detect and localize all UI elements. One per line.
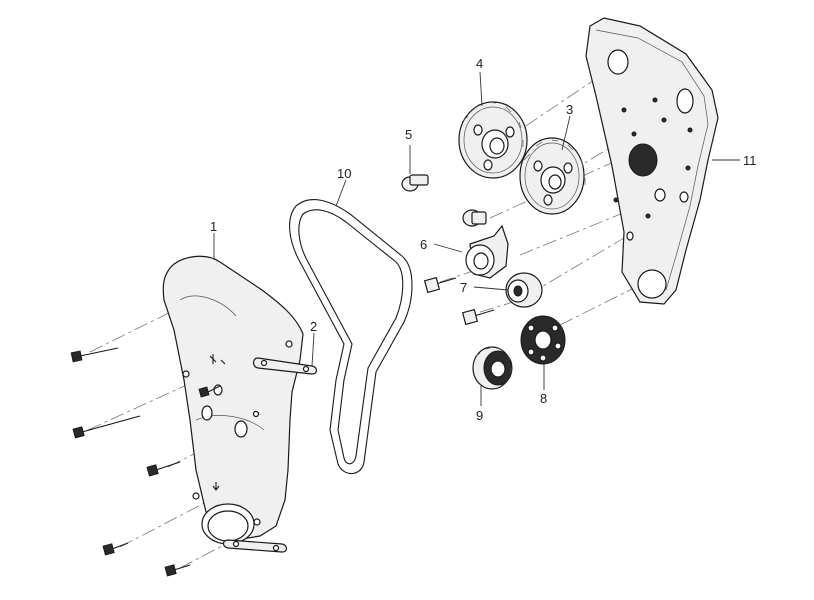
cover-bolt-2 <box>72 415 141 439</box>
callout-1: 1 <box>210 219 217 234</box>
cover-bracket-upper <box>252 357 318 375</box>
cover-bolt-1 <box>70 347 119 363</box>
crank-pulley-plate <box>520 315 566 365</box>
cover-bolt-5 <box>164 564 191 577</box>
callout-9: 9 <box>476 408 483 423</box>
damper-bolt <box>461 308 495 326</box>
callout-2: 2 <box>310 319 317 334</box>
callout-4: 4 <box>476 56 483 71</box>
cover-bolt-6 <box>198 385 221 398</box>
callout-3: 3 <box>566 102 573 117</box>
callout-5: 5 <box>405 127 412 142</box>
cover-bolt-3 <box>146 461 181 477</box>
rear-timing-plate <box>585 17 719 305</box>
callout-10: 10 <box>337 166 351 181</box>
belt-tensioner <box>462 209 509 279</box>
callout-7: 7 <box>460 280 467 295</box>
idler-bolt <box>423 276 457 294</box>
crankshaft-sprocket <box>472 346 513 390</box>
callout-labels: 1 2 3 4 5 6 7 8 9 10 11 <box>210 56 757 423</box>
cover-bracket-lower <box>222 539 288 553</box>
cover-bolt-4 <box>102 542 129 556</box>
leader-lines <box>213 71 740 406</box>
callout-8: 8 <box>540 391 547 406</box>
callout-11: 11 <box>743 153 757 168</box>
timing-cover <box>162 255 304 545</box>
camshaft-sprocket-lower <box>519 137 586 215</box>
callout-6: 6 <box>420 237 427 252</box>
camshaft-sprocket-upper <box>458 101 528 179</box>
sprocket-bolt <box>401 145 429 192</box>
idler-pulley <box>505 272 543 308</box>
timing-belt <box>289 199 413 475</box>
